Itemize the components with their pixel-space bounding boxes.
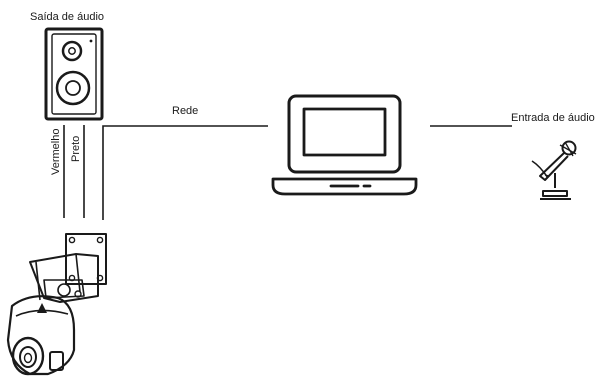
- wire-black-label: Preto: [70, 136, 82, 162]
- network-label: Rede: [172, 105, 198, 117]
- audio-wires: [63, 125, 85, 218]
- wire-red-label: Vermelho: [50, 129, 62, 175]
- audio-input-label: Entrada de áudio: [511, 112, 595, 124]
- speaker-icon: [44, 27, 104, 121]
- audio-output-label: Saída de áudio: [30, 11, 104, 23]
- microphone-icon: [531, 140, 577, 200]
- speed-dome-camera-icon: [6, 233, 107, 376]
- laptop-icon: [271, 94, 418, 196]
- network-cable: [102, 125, 268, 220]
